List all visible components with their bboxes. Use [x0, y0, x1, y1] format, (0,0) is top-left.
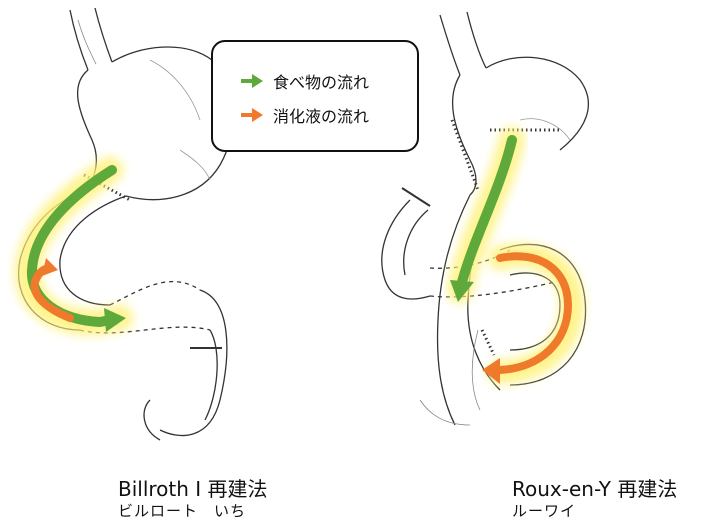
legend-label-digestive-juice-flow: 消化液の流れ: [273, 103, 369, 127]
green-right-arrow-icon: [241, 74, 263, 88]
legend-box: 食べ物の流れ 消化液の流れ: [211, 40, 419, 152]
billroth-caption-title: Billroth Ⅰ 再建法: [118, 473, 268, 502]
roux-en-y-caption-title: Roux-en-Y 再建法: [512, 473, 677, 502]
roux-en-y-caption-reading: ルーワイ: [512, 500, 576, 521]
orange-right-arrow-icon: [241, 108, 263, 122]
legend-label-food-flow: 食べ物の流れ: [273, 69, 369, 93]
billroth-caption-reading: ビルロート いち: [118, 500, 246, 521]
legend-item-digestive-juice-flow: 消化液の流れ: [241, 103, 369, 127]
roux-en-y-flow-arrows: [450, 140, 572, 384]
billroth-flow-arrows: [28, 170, 126, 332]
legend-item-food-flow: 食べ物の流れ: [241, 69, 369, 93]
